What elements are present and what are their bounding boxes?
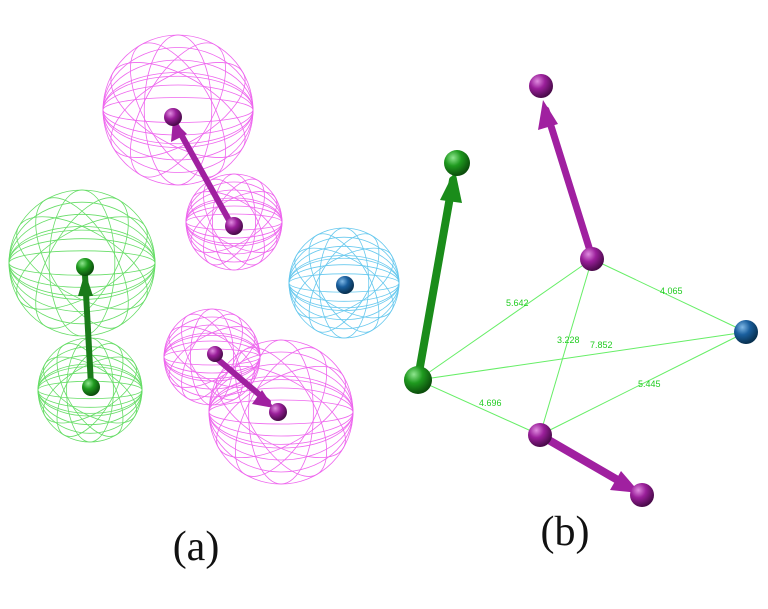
panel-a-label: (a) bbox=[173, 524, 220, 570]
mesh-sphere-acceptor-top bbox=[102, 34, 254, 186]
donor-ring-atom-b bbox=[734, 320, 758, 344]
distance-line-hydrophobic-ring bbox=[417, 331, 747, 381]
mesh-sphere-hydrophobic-large bbox=[8, 189, 156, 337]
distance-lines bbox=[417, 258, 747, 436]
acceptor-atom-bottom-start bbox=[207, 346, 223, 362]
distance-label-2: 4.065 bbox=[660, 286, 683, 296]
distance-line-acceptor-upper-ring bbox=[591, 258, 747, 333]
hydrophobic-vector-b bbox=[414, 176, 457, 382]
acceptor-vector-top bbox=[170, 117, 233, 225]
acceptor-arrowhead-upper bbox=[538, 100, 558, 130]
donor-ring-atom-a bbox=[336, 276, 354, 294]
hydrophobic-arrowhead-b bbox=[440, 170, 462, 203]
mesh-sphere-acceptor-bottom-right bbox=[208, 339, 354, 485]
distance-label-4: 7.852 bbox=[590, 340, 613, 350]
distance-label-1: 5.642 bbox=[506, 298, 529, 308]
panel-b-label: (b) bbox=[541, 509, 590, 555]
mesh-sphere-donor-ring bbox=[288, 227, 400, 339]
acceptor-atom-upper-base bbox=[580, 247, 604, 271]
distance-label-3: 3.228 bbox=[557, 335, 580, 345]
distance-line-acceptor-upper-lower bbox=[539, 258, 593, 436]
hydrophobic-atom-top bbox=[76, 258, 94, 276]
acceptor-arrowhead-bottom bbox=[252, 390, 274, 408]
acceptor-atom-upper-head bbox=[529, 74, 553, 98]
mesh-sphere-acceptor-top-small bbox=[185, 173, 283, 271]
distance-line-hydrophobic-acceptor-lower bbox=[417, 379, 541, 436]
distance-label-6: 5.445 bbox=[638, 379, 661, 389]
acceptor-atom-lower-base bbox=[528, 423, 552, 447]
acceptor-vector-upper bbox=[542, 106, 596, 261]
hydrophobic-atom-head bbox=[444, 150, 470, 176]
distance-line-acceptor-lower-ring bbox=[539, 331, 747, 436]
acceptor-atom-lower-head bbox=[630, 483, 654, 507]
panel-b: 5.642 4.065 3.228 7.852 4.696 5.445 (b) bbox=[404, 74, 758, 555]
acceptor-vector-lower bbox=[536, 431, 632, 490]
panel-a: (a) bbox=[8, 34, 400, 570]
acceptor-atom-bottom-end bbox=[269, 403, 287, 421]
acceptor-arrowhead-lower bbox=[610, 471, 640, 493]
acceptor-atom-top-end bbox=[225, 217, 243, 235]
hydrophobic-arrowhead-a bbox=[78, 272, 93, 296]
acceptor-atom-top-start bbox=[164, 108, 182, 126]
hydrophobic-atom-bottom bbox=[82, 378, 100, 396]
hydrophobic-atom-base bbox=[404, 366, 432, 394]
distance-line-hydrophobic-acceptor-upper bbox=[417, 258, 593, 381]
distance-label-5: 4.696 bbox=[479, 398, 502, 408]
mesh-sphere-acceptor-bottom-left bbox=[163, 308, 261, 406]
